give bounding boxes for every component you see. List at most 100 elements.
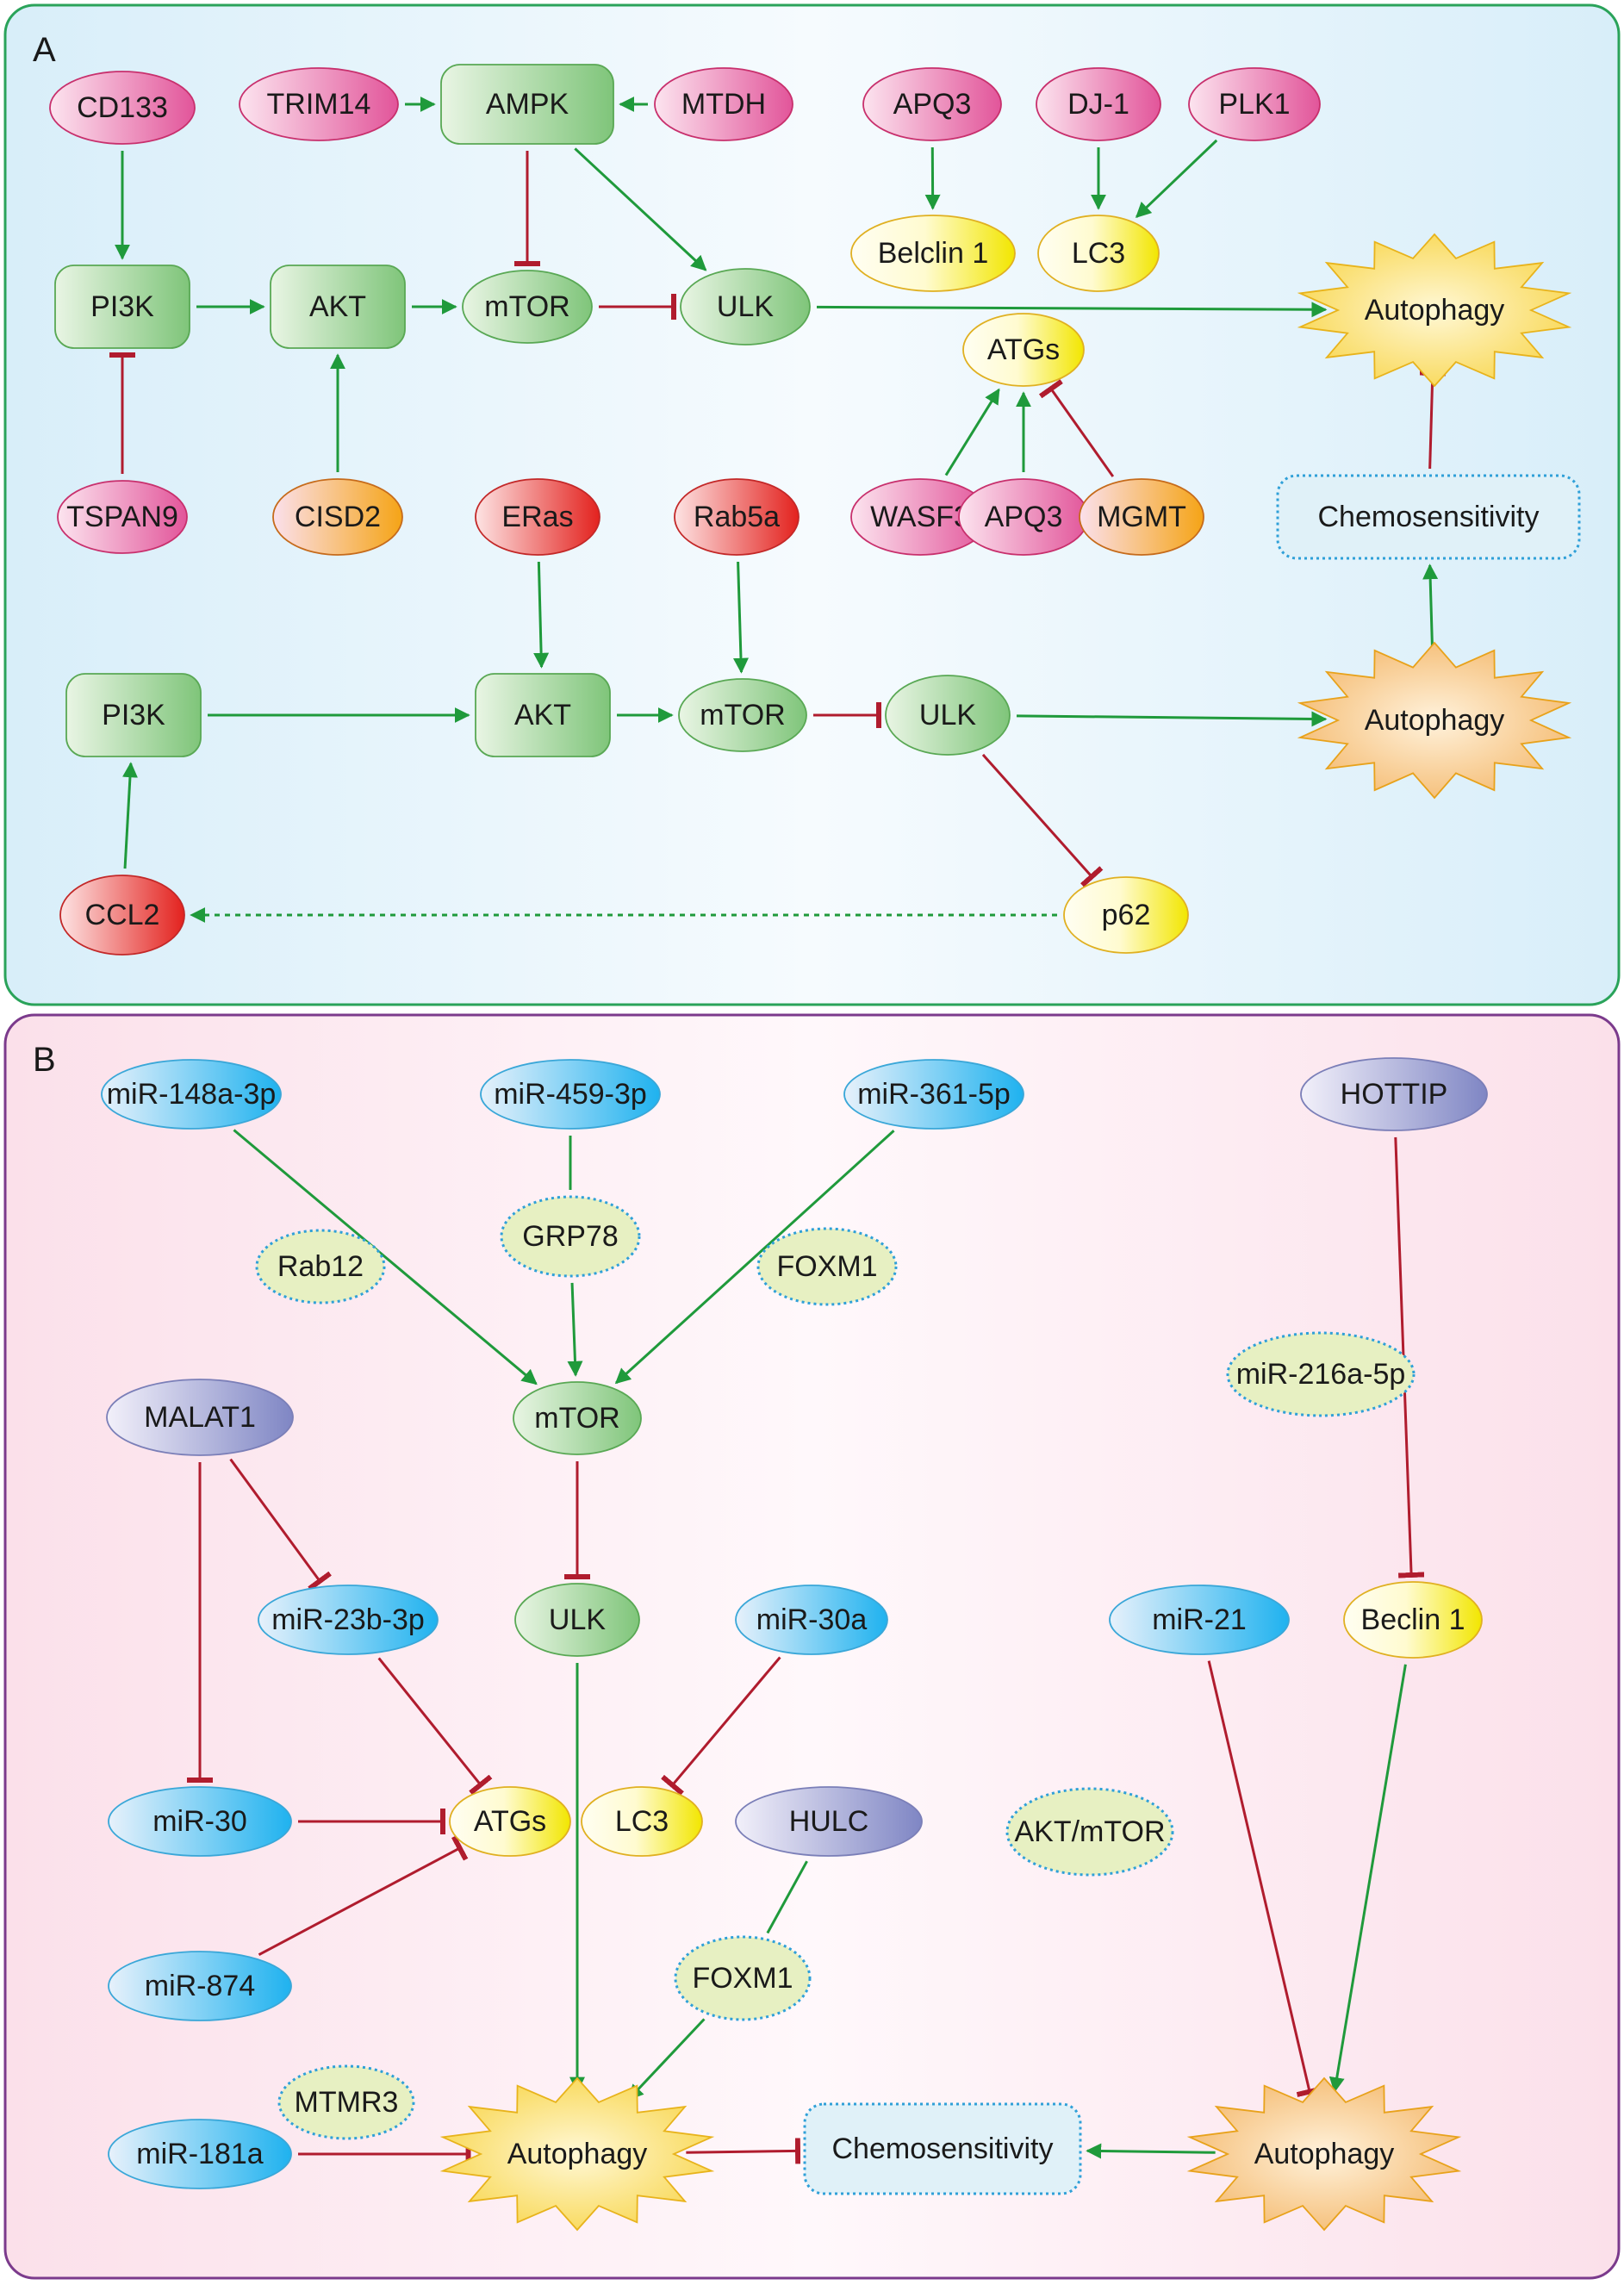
node-label-eras: ERas bbox=[501, 501, 573, 533]
node-label-akt_1: AKT bbox=[309, 290, 366, 323]
node-label-mir21: miR-21 bbox=[1152, 1603, 1247, 1636]
node-shape-cisd2 bbox=[272, 478, 403, 556]
node-shape-mir181a bbox=[108, 2119, 292, 2189]
node-shape-ulk_b bbox=[514, 1583, 640, 1657]
node-label-hulc: HULC bbox=[789, 1805, 869, 1838]
node-shape-beclin1 bbox=[1343, 1581, 1483, 1659]
node-trim14: TRIM14 bbox=[239, 67, 399, 141]
node-pi3k_2: PI3K bbox=[65, 673, 202, 757]
node-shape-ampk bbox=[440, 64, 614, 145]
node-ulk_2: ULK bbox=[885, 675, 1011, 756]
node-label-mir459: miR-459-3p bbox=[494, 1078, 647, 1111]
node-chemo_a: Chemosensitivity bbox=[1276, 474, 1581, 560]
node-shape-grp78 bbox=[500, 1195, 641, 1278]
node-plk1: PLK1 bbox=[1188, 67, 1321, 141]
node-shape-chemo_a bbox=[1276, 474, 1581, 560]
node-apq3_top: APQ3 bbox=[862, 67, 1002, 141]
node-shape-foxm1_top bbox=[756, 1227, 898, 1306]
node-shape-hottip bbox=[1300, 1057, 1488, 1131]
node-shape-pi3k_1 bbox=[54, 265, 190, 349]
node-rab12: Rab12 bbox=[255, 1229, 386, 1304]
node-chemo_b: Chemosensitivity bbox=[803, 2102, 1082, 2195]
node-label-mgmt: MGMT bbox=[1097, 501, 1186, 533]
node-label-ulk_2: ULK bbox=[919, 699, 976, 732]
node-label-pi3k_1: PI3K bbox=[90, 290, 154, 323]
node-label-mir361: miR-361-5p bbox=[857, 1078, 1011, 1111]
node-label-ccl2: CCL2 bbox=[85, 899, 160, 931]
node-label-mir148a: miR-148a-3p bbox=[107, 1078, 277, 1111]
node-label-pi3k_2: PI3K bbox=[102, 699, 165, 732]
node-shape-mtdh bbox=[654, 67, 793, 141]
node-label-chemo_b: Chemosensitivity bbox=[832, 2132, 1054, 2165]
edge-beclin1-autophagy_b2 bbox=[1328, 1664, 1407, 2094]
node-autophagy_b1: Autophagy bbox=[439, 2076, 715, 2232]
panel-b-label: B bbox=[33, 1041, 56, 1079]
node-shape-akt_mtor bbox=[1005, 1787, 1174, 1877]
node-shape-hulc bbox=[735, 1786, 923, 1857]
node-lc3_b: LC3 bbox=[581, 1786, 703, 1857]
node-label-cisd2: CISD2 bbox=[295, 501, 381, 533]
node-label-foxm1_top: FOXM1 bbox=[776, 1250, 877, 1283]
node-mir30a: miR-30a bbox=[735, 1585, 888, 1655]
node-shape-mtor_b bbox=[513, 1381, 642, 1455]
node-eras: ERas bbox=[475, 478, 600, 556]
node-mtor_1: mTOR bbox=[462, 270, 593, 344]
node-shape-tspan9 bbox=[57, 480, 188, 554]
node-label-cd133: CD133 bbox=[77, 91, 168, 124]
node-shape-belclin1 bbox=[850, 215, 1016, 292]
node-label-lc3_b: LC3 bbox=[615, 1805, 669, 1838]
node-atgs_a: ATGs bbox=[962, 313, 1085, 387]
edge-autophagy_b1-chemo_b bbox=[686, 2138, 801, 2164]
node-label-mir216a: miR-216a-5p bbox=[1236, 1358, 1406, 1391]
node-label-apq3_mid: APQ3 bbox=[985, 501, 1063, 533]
node-shape-autophagy_b1 bbox=[439, 2076, 715, 2232]
node-shape-akt_2 bbox=[475, 673, 611, 757]
node-label-beclin1: Beclin 1 bbox=[1361, 1603, 1465, 1636]
node-label-autophagy_a2: Autophagy bbox=[1365, 704, 1505, 737]
node-shape-mir459 bbox=[480, 1059, 661, 1130]
node-label-atgs_b: ATGs bbox=[474, 1805, 546, 1838]
edge-autophagy_a2-chemo_a bbox=[1422, 563, 1439, 657]
node-tspan9: TSPAN9 bbox=[57, 480, 188, 554]
node-shape-mtor_2 bbox=[678, 678, 807, 752]
node-label-wasf3: WASF3 bbox=[870, 501, 970, 533]
panel-a-edges bbox=[109, 97, 1446, 923]
node-hottip: HOTTIP bbox=[1300, 1057, 1488, 1131]
node-akt_mtor: AKT/mTOR bbox=[1005, 1787, 1174, 1877]
node-akt_1: AKT bbox=[270, 265, 406, 349]
node-beclin1: Beclin 1 bbox=[1343, 1581, 1483, 1659]
edge-hulc-foxm1_bot bbox=[766, 1860, 808, 1934]
node-ulk_b: ULK bbox=[514, 1583, 640, 1657]
node-belclin1: Belclin 1 bbox=[850, 215, 1016, 292]
node-label-mtmr3: MTMR3 bbox=[295, 2086, 399, 2119]
node-shape-mir874 bbox=[108, 1951, 292, 2021]
node-autophagy_a1: Autophagy bbox=[1297, 233, 1572, 388]
node-shape-eras bbox=[475, 478, 600, 556]
node-shape-atgs_a bbox=[962, 313, 1085, 387]
node-shape-pi3k_2 bbox=[65, 673, 202, 757]
node-mir459: miR-459-3p bbox=[480, 1059, 661, 1130]
node-shape-cd133 bbox=[49, 71, 196, 145]
node-lc3_a: LC3 bbox=[1037, 215, 1160, 292]
edge-mgmt-atgs_a bbox=[1038, 379, 1115, 477]
edge-ulk_2-autophagy_a2 bbox=[1016, 711, 1328, 727]
node-label-atgs_a: ATGs bbox=[987, 333, 1060, 366]
node-label-mir30a: miR-30a bbox=[756, 1603, 868, 1636]
edge-ulk_2-p62 bbox=[981, 753, 1104, 887]
node-shape-chemo_b bbox=[803, 2102, 1082, 2195]
node-shape-ulk_2 bbox=[885, 675, 1011, 756]
node-mtor_b: mTOR bbox=[513, 1381, 642, 1455]
node-label-hottip: HOTTIP bbox=[1341, 1078, 1448, 1111]
edge-ampk-ulk_1 bbox=[574, 147, 707, 271]
edge-malat1-mir23b bbox=[229, 1458, 332, 1591]
node-label-plk1: PLK1 bbox=[1218, 88, 1290, 121]
node-label-akt_2: AKT bbox=[514, 699, 571, 732]
node-shape-ccl2 bbox=[59, 875, 185, 956]
node-label-mir23b: miR-23b-3p bbox=[271, 1603, 425, 1636]
node-shape-mtmr3 bbox=[277, 2064, 415, 2140]
node-shape-mir30 bbox=[108, 1786, 292, 1857]
node-label-ulk_1: ULK bbox=[717, 290, 774, 323]
node-label-lc3_a: LC3 bbox=[1072, 237, 1125, 270]
node-shape-apq3_top bbox=[862, 67, 1002, 141]
panel-b: B miR-148a-3p miR-459-3p miR-361-5p HOTTIP R… bbox=[3, 1013, 1621, 2280]
